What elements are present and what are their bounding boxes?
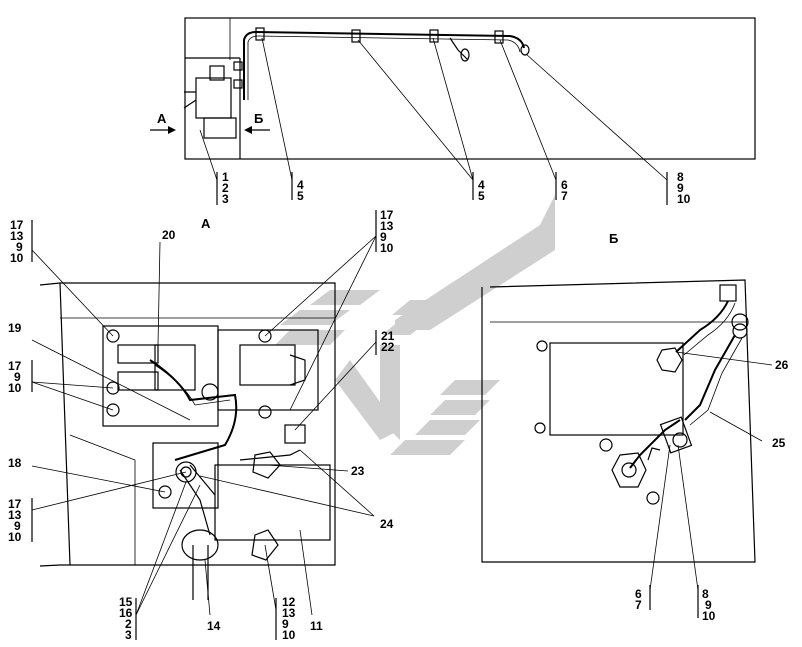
callout-a5: 21 22 <box>381 329 395 354</box>
svg-text:9: 9 <box>16 240 23 254</box>
svg-text:2: 2 <box>222 181 229 195</box>
svg-text:10: 10 <box>8 381 22 395</box>
svg-text:16: 16 <box>119 606 133 620</box>
callout-a9: 17 13 9 10 <box>8 497 22 544</box>
svg-text:А: А <box>157 111 167 126</box>
callout-a10: 24 <box>380 517 394 531</box>
svg-text:17: 17 <box>380 208 394 222</box>
svg-text:8: 8 <box>677 170 684 184</box>
svg-text:13: 13 <box>380 219 394 233</box>
svg-text:1: 1 <box>222 170 229 184</box>
svg-text:3: 3 <box>222 192 229 206</box>
view-arrow-a: А <box>150 111 176 134</box>
svg-text:9: 9 <box>677 181 684 195</box>
svg-text:7: 7 <box>561 189 568 203</box>
svg-text:7: 7 <box>635 598 642 612</box>
callout-b1: 26 <box>775 358 789 372</box>
callout-a6: 17 9 10 <box>8 359 22 395</box>
view-b-plate <box>549 342 684 436</box>
svg-text:9: 9 <box>14 370 21 384</box>
callout-t5: 8 9 10 <box>677 170 691 206</box>
svg-text:15: 15 <box>119 595 133 609</box>
mounting-plate <box>102 325 219 427</box>
svg-text:9: 9 <box>380 230 387 244</box>
svg-text:13: 13 <box>10 229 24 243</box>
svg-text:22: 22 <box>381 340 395 354</box>
callout-t2: 4 5 <box>297 178 304 203</box>
svg-text:6: 6 <box>561 178 568 192</box>
svg-text:9: 9 <box>282 617 289 631</box>
lower-bracket <box>152 442 219 509</box>
svg-text:17: 17 <box>10 218 24 232</box>
callout-a7: 18 <box>8 456 22 470</box>
callout-t3: 4 5 <box>478 178 485 203</box>
callout-a1: 17 13 9 10 <box>10 218 24 265</box>
svg-text:9: 9 <box>705 598 712 612</box>
svg-text:10: 10 <box>702 609 716 623</box>
svg-text:3: 3 <box>125 628 132 642</box>
view-a-panel <box>39 282 336 567</box>
svg-text:10: 10 <box>677 192 691 206</box>
svg-text:17: 17 <box>8 497 22 511</box>
svg-text:9: 9 <box>14 519 21 533</box>
callout-t4: 6 7 <box>561 178 568 203</box>
top-view: А Б <box>150 17 756 205</box>
view-arrow-b: Б <box>244 111 270 134</box>
callout-a4: 19 <box>8 321 22 335</box>
svg-text:4: 4 <box>478 178 485 192</box>
svg-text:5: 5 <box>478 189 485 203</box>
svg-text:Б: Б <box>254 111 263 126</box>
svg-text:5: 5 <box>297 189 304 203</box>
callout-a13: 12 13 9 10 <box>282 595 296 642</box>
svg-text:10: 10 <box>380 241 394 255</box>
callout-a3: 17 13 9 10 <box>380 208 394 255</box>
svg-text:21: 21 <box>381 329 395 343</box>
svg-text:4: 4 <box>297 178 304 192</box>
view-b-panel <box>481 279 756 563</box>
svg-text:12: 12 <box>282 595 296 609</box>
view-a <box>31 210 377 640</box>
callout-a11: 15 16 2 3 <box>119 595 133 642</box>
callout-a2: 20 <box>162 228 176 242</box>
view-title-a: А <box>201 216 211 231</box>
callout-a14: 11 <box>310 619 323 633</box>
callout-a8: 23 <box>351 464 365 478</box>
svg-text:8: 8 <box>702 587 709 601</box>
svg-text:2: 2 <box>125 617 132 631</box>
callout-b2: 25 <box>772 436 786 450</box>
callout-a12: 14 <box>207 619 221 633</box>
svg-text:13: 13 <box>8 508 22 522</box>
svg-text:13: 13 <box>282 606 296 620</box>
callout-t1: 1 2 3 <box>222 170 229 206</box>
callout-b4: 8 9 10 <box>702 587 716 623</box>
view-b <box>481 279 773 618</box>
watermark-logo <box>275 195 555 455</box>
svg-text:6: 6 <box>635 587 642 601</box>
svg-text:10: 10 <box>282 628 296 642</box>
svg-text:10: 10 <box>10 251 24 265</box>
top-panel-outline <box>184 17 756 160</box>
pipe <box>243 30 525 100</box>
svg-text:17: 17 <box>8 359 22 373</box>
heater-unit <box>183 61 243 139</box>
view-title-b: Б <box>609 231 618 246</box>
callout-b3: 6 7 <box>635 587 642 612</box>
svg-text:10: 10 <box>8 530 22 544</box>
